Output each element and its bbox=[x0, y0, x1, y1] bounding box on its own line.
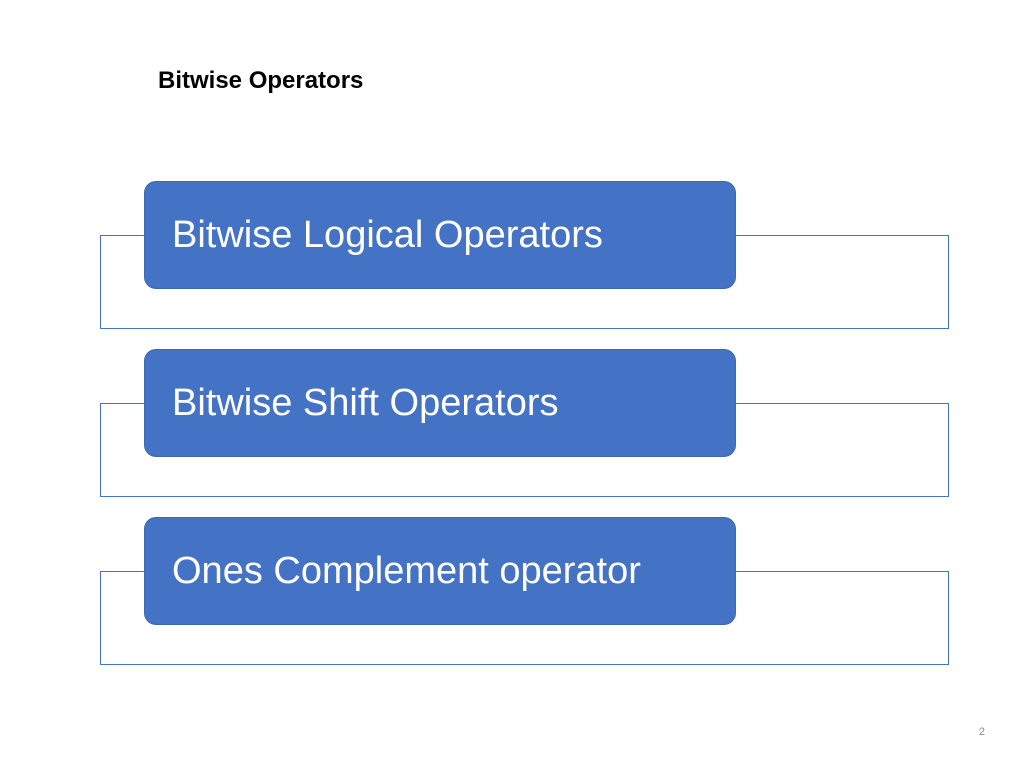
list-item-label: Ones Complement operator bbox=[172, 550, 641, 592]
page-number: 2 bbox=[978, 726, 985, 738]
list-item-label: Bitwise Shift Operators bbox=[172, 382, 559, 424]
list-item: Bitwise Logical Operators bbox=[100, 181, 949, 329]
list-item-label-box: Bitwise Shift Operators bbox=[144, 349, 736, 457]
list-item-label-box: Bitwise Logical Operators bbox=[144, 181, 736, 289]
list-item: Ones Complement operator bbox=[100, 517, 949, 665]
list-item: Bitwise Shift Operators bbox=[100, 349, 949, 497]
slide-title: Bitwise Operators bbox=[158, 67, 364, 94]
list-item-label: Bitwise Logical Operators bbox=[172, 214, 603, 256]
list-item-label-box: Ones Complement operator bbox=[144, 517, 736, 625]
